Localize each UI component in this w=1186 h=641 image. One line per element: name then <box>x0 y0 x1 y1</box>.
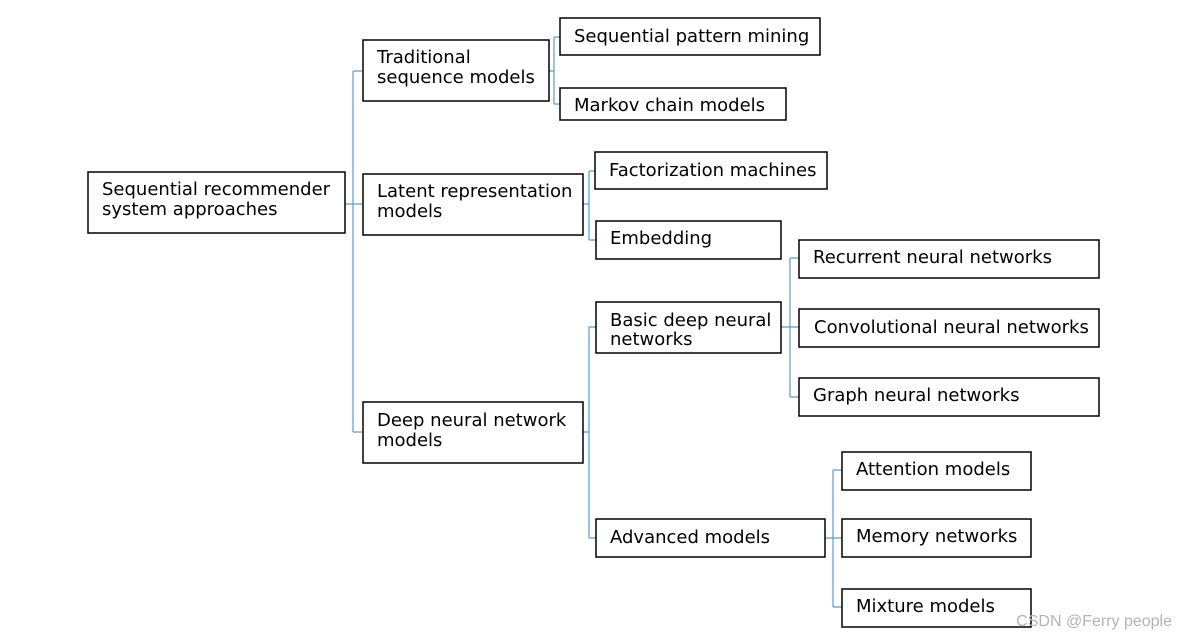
connector-basic-to-children <box>781 257 799 398</box>
node-graph-neural-networks: Graph neural networks <box>798 377 1100 417</box>
node-root: Sequential recommender system approaches <box>87 171 346 234</box>
connector-latent-to-children <box>583 170 596 241</box>
node-factorization-label: Factorization machines <box>609 160 817 181</box>
node-sequential-pattern-label: Sequential pattern mining <box>574 26 809 47</box>
node-convolutional-neural-networks: Convolutional neural networks <box>798 308 1100 348</box>
node-root-line-1: Sequential recommender <box>102 179 331 200</box>
node-root-line-2: system approaches <box>102 199 277 220</box>
node-mixture-label: Mixture models <box>856 596 995 617</box>
node-attention-models: Attention models <box>841 451 1032 491</box>
node-traditional-sequence-models: Traditional sequence models <box>362 39 550 102</box>
node-deep-line-2: models <box>377 430 442 451</box>
node-latent-line-2: models <box>377 201 442 222</box>
node-recurrent-label: Recurrent neural networks <box>813 247 1052 268</box>
node-embedding-label: Embedding <box>610 228 712 249</box>
connector-deep-to-children <box>583 326 596 539</box>
node-embedding: Embedding <box>595 220 782 260</box>
node-memory-networks: Memory networks <box>841 518 1032 558</box>
node-mixture-models: Mixture models <box>841 588 1032 628</box>
node-attention-label: Attention models <box>856 459 1010 480</box>
connector-root-to-categories <box>345 70 362 433</box>
node-recurrent-neural-networks: Recurrent neural networks <box>798 239 1100 279</box>
node-graph-label: Graph neural networks <box>813 385 1019 406</box>
connector-traditional-to-children <box>549 36 560 105</box>
node-latent-line-1: Latent representation <box>377 181 572 202</box>
node-markov-label: Markov chain models <box>574 95 765 116</box>
node-basic-deep-line-2: networks <box>610 329 692 350</box>
node-advanced-models: Advanced models <box>595 518 826 558</box>
connector-advanced-to-children <box>825 469 842 608</box>
node-convolutional-label: Convolutional neural networks <box>814 317 1089 338</box>
node-latent-representation-models: Latent representation models <box>362 173 584 236</box>
node-deep-line-1: Deep neural network <box>377 410 567 431</box>
node-advanced-label: Advanced models <box>610 527 770 548</box>
node-traditional-line-2: sequence models <box>377 67 535 88</box>
watermark: CSDN @Ferry people <box>1016 613 1172 630</box>
connectors <box>345 36 842 608</box>
node-markov-chain-models: Markov chain models <box>559 87 787 121</box>
node-traditional-line-1: Traditional <box>376 47 471 68</box>
node-deep-neural-network-models: Deep neural network models <box>362 401 584 464</box>
node-basic-deep-neural-networks: Basic deep neural networks <box>595 301 782 354</box>
node-memory-label: Memory networks <box>856 526 1017 547</box>
node-basic-deep-line-1: Basic deep neural <box>610 310 771 331</box>
node-factorization-machines: Factorization machines <box>594 151 828 190</box>
node-sequential-pattern-mining: Sequential pattern mining <box>559 17 821 56</box>
